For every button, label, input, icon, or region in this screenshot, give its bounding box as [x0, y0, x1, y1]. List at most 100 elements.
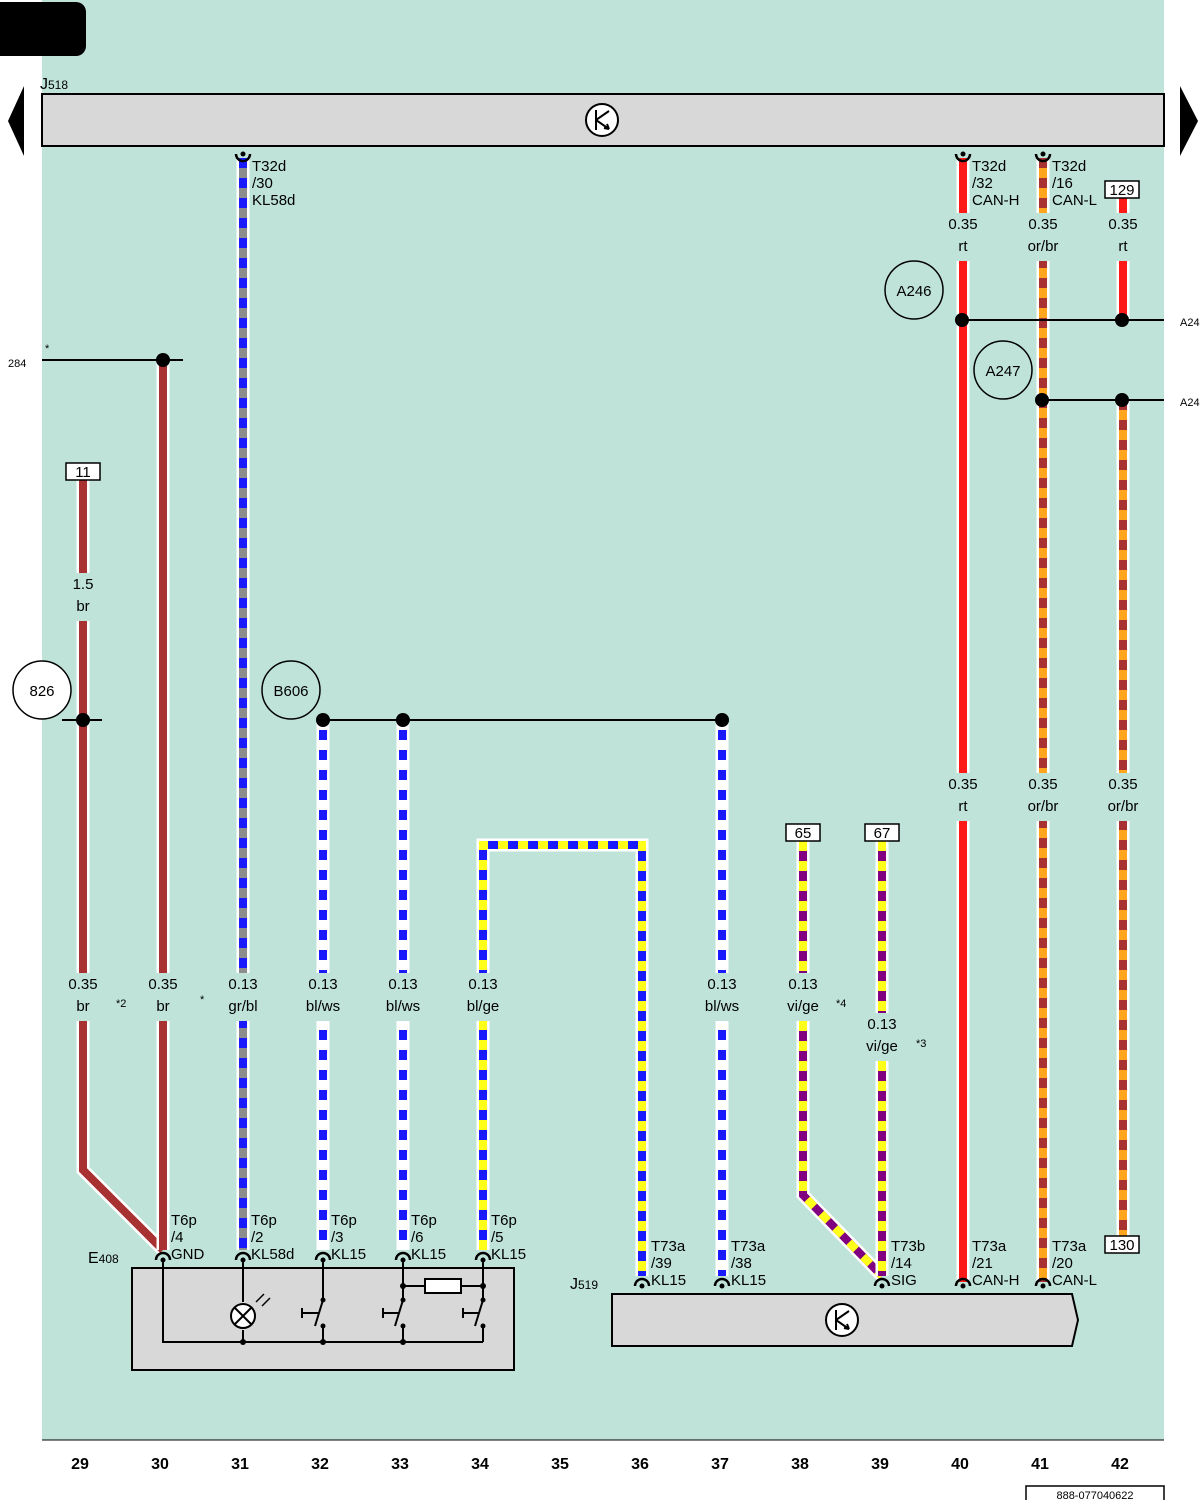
column-number: 29 [71, 1456, 89, 1473]
connector-pin-icon [954, 151, 972, 163]
svg-text:KL15: KL15 [411, 1246, 446, 1263]
svg-text:/6: /6 [411, 1229, 424, 1246]
wire-size: 0.35 [948, 216, 977, 233]
column-number: 41 [1031, 1456, 1049, 1473]
wire-gnd-11[interactable] [76, 480, 168, 1255]
page-ref-left[interactable]: 284 [8, 358, 26, 370]
document-number: 888-077040622 [1056, 1490, 1133, 1500]
connector-pin-icon [154, 1251, 172, 1263]
wire-size: 0.13 [388, 976, 417, 993]
page-tab[interactable] [0, 2, 86, 56]
junction-dot [1035, 393, 1049, 407]
resistor-icon [424, 1278, 462, 1294]
wire-size: 0.13 [707, 976, 736, 993]
location-a247[interactable]: A247 [985, 363, 1020, 380]
connector-pin-icon [713, 1277, 731, 1289]
svg-text:KL58d: KL58d [252, 192, 295, 209]
wire-size: 0.35 [1028, 216, 1057, 233]
svg-text:CAN-H: CAN-H [972, 1272, 1020, 1289]
wire-color: or/br [1028, 798, 1059, 815]
svg-text:T32d: T32d [252, 158, 286, 175]
junction-dot [76, 713, 90, 727]
wire-size: 0.35 [1028, 776, 1057, 793]
wire-size: 0.13 [468, 976, 497, 993]
page-ref-box-11[interactable]: 11 [75, 464, 91, 481]
control-unit-symbol-icon [585, 103, 619, 137]
column-number: 38 [791, 1456, 809, 1473]
page-ref-boxes: 11 129 65 67 130 [65, 180, 1140, 1254]
svg-text:KL15: KL15 [731, 1272, 766, 1289]
wire-size: 0.35 [1108, 776, 1137, 793]
wire-sig-65[interactable] [796, 841, 887, 1281]
wire-size: 1.5 [73, 576, 94, 593]
svg-text:/5: /5 [491, 1229, 504, 1246]
svg-text:/20: /20 [1052, 1255, 1073, 1272]
svg-text:T6p: T6p [331, 1212, 357, 1229]
column-number: 34 [471, 1456, 489, 1473]
component-label-j519: J519 [570, 1276, 598, 1293]
footnote-4: *4 [836, 998, 846, 1010]
wire-color: gr/bl [228, 998, 257, 1015]
svg-text:T73a: T73a [972, 1238, 1007, 1255]
location-b606[interactable]: B606 [273, 683, 308, 700]
wire-color: vi/ge [866, 1038, 898, 1055]
connector-pins [154, 151, 1052, 1289]
svg-text:T73a: T73a [651, 1238, 686, 1255]
svg-text:/30: /30 [252, 175, 273, 192]
wire-color: rt [958, 798, 968, 815]
column-number: 31 [231, 1456, 249, 1473]
wires [76, 158, 1130, 1282]
footnote-star: * [200, 994, 205, 1006]
wire-color: or/br [1108, 798, 1139, 815]
junction-dot [396, 713, 410, 727]
svg-text:T6p: T6p [251, 1212, 277, 1229]
page-ref-box-129[interactable]: 129 [1109, 182, 1134, 199]
svg-text:/38: /38 [731, 1255, 752, 1272]
wire-labels: 0.35rt0.35or/br0.35rt1.5br0.35rt0.35or/b… [55, 213, 1151, 1061]
location-826[interactable]: 826 [29, 683, 54, 700]
svg-text:/3: /3 [331, 1229, 344, 1246]
svg-text:SIG: SIG [891, 1272, 917, 1289]
wire-size: 0.35 [148, 976, 177, 993]
wire-kl15-loop[interactable] [476, 838, 649, 1276]
previous-page-arrow[interactable] [8, 86, 24, 156]
connector-labels: T32d/30KL58dT32d/32CAN-HT32d/16CAN-LT6p/… [171, 158, 1097, 1289]
svg-text:/4: /4 [171, 1229, 184, 1246]
connector-pin-icon [474, 1251, 492, 1263]
svg-text:/39: /39 [651, 1255, 672, 1272]
wire-color: or/br [1028, 238, 1059, 255]
location-a246[interactable]: A246 [896, 283, 931, 300]
page-ref-box-65[interactable]: 65 [795, 825, 812, 842]
junction-dot [1115, 393, 1129, 407]
page-ref-right-a247[interactable]: A247 [1180, 397, 1200, 409]
svg-text:CAN-H: CAN-H [972, 192, 1020, 209]
connector-pin-icon [954, 1277, 972, 1289]
page-ref-box-67[interactable]: 67 [874, 825, 891, 842]
wire-size: 0.35 [1108, 216, 1137, 233]
footnote-2: *2 [116, 998, 126, 1010]
page-ref-right-a246[interactable]: A246 [1180, 317, 1200, 329]
svg-text:T6p: T6p [411, 1212, 437, 1229]
wire-size: 0.13 [308, 976, 337, 993]
svg-text:KL15: KL15 [491, 1246, 526, 1263]
wire-size: 0.35 [68, 976, 97, 993]
page-ref-box-130[interactable]: 130 [1109, 1237, 1134, 1254]
svg-text:T32d: T32d [972, 158, 1006, 175]
connector-pin-icon [394, 1251, 412, 1263]
module-j518: J518 [40, 76, 1165, 147]
junction-dot [1115, 313, 1129, 327]
connector-pin-icon [1034, 1277, 1052, 1289]
svg-text:T73a: T73a [731, 1238, 766, 1255]
next-page-arrow[interactable] [1180, 86, 1198, 156]
junction-dots [76, 313, 1129, 727]
column-number: 35 [551, 1456, 569, 1473]
